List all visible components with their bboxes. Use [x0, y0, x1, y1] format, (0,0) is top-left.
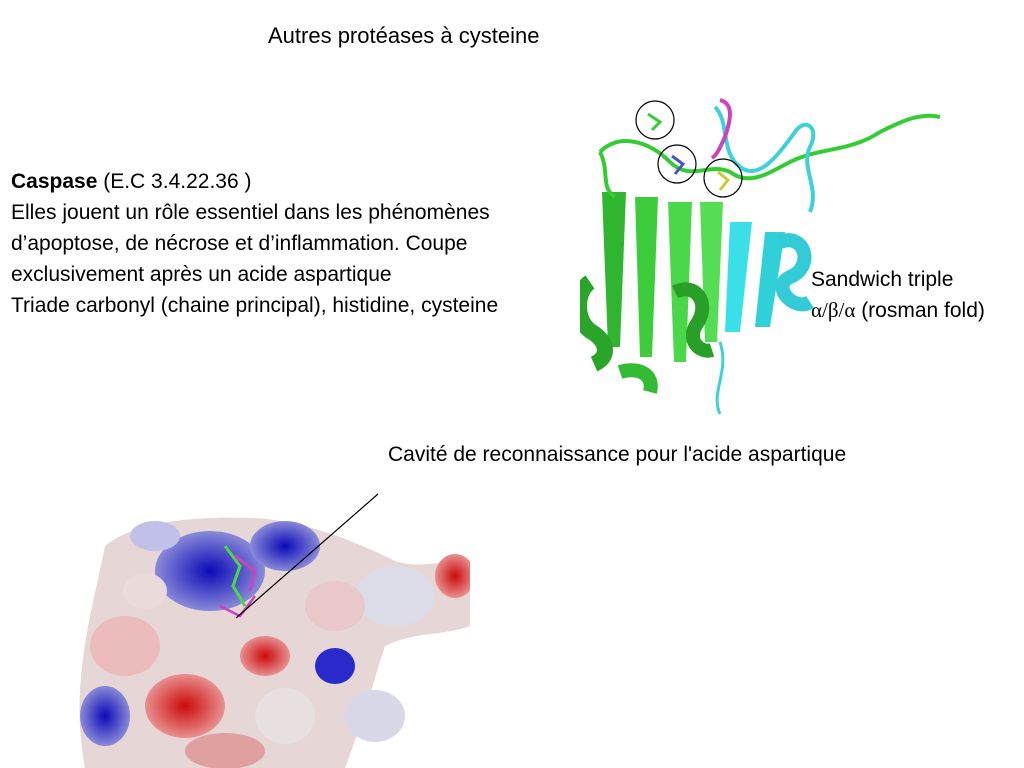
fold-label-rest: (rosman fold)	[855, 299, 985, 322]
caspase-triad-text: Triade carbonyl (chaine principal), hist…	[11, 294, 499, 317]
fold-greek-notation: α/β/α	[811, 298, 856, 322]
fold-label: Sandwich triple α/β/α (rosman fold)	[811, 264, 1011, 326]
green-chain	[580, 113, 941, 394]
triad-circle-histidine	[657, 144, 697, 184]
substrate-peptide	[710, 98, 732, 160]
caspase-ribbon-structure	[580, 98, 941, 415]
electrostatic-surface-image	[79, 517, 470, 768]
caspase-heading: Caspase (E.C 3.4.22.36 )	[11, 166, 556, 197]
cavity-label: Cavité de reconnaissance pour l'acide as…	[388, 443, 847, 466]
cyan-chain	[713, 105, 816, 415]
caspase-description: Caspase (E.C 3.4.22.36 ) Elles jouent un…	[11, 166, 556, 321]
triad-circle-cysteine	[703, 158, 743, 198]
slide-title: Autres protéases à cysteine	[268, 23, 540, 48]
caspase-function-text: Elles jouent un rôle essentiel dans les …	[11, 201, 490, 286]
triad-circle-carbonyl	[635, 100, 675, 140]
caspase-name: Caspase	[11, 170, 98, 193]
fold-label-line1: Sandwich triple	[811, 268, 954, 291]
fold-label-line2: α/β/α (rosman fold)	[811, 295, 1011, 326]
caspase-ec-number: (E.C 3.4.22.36 )	[97, 170, 252, 193]
